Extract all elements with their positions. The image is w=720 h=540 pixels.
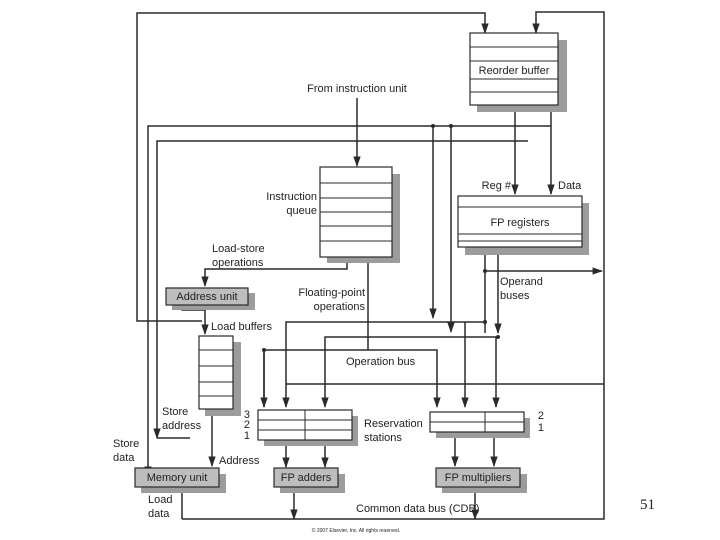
fp-adders: FP adders — [273, 467, 345, 493]
operation-bus-label: Operation bus — [346, 356, 416, 368]
copyright-text: © 2007 Elsevier, Inc. All rights reserve… — [312, 527, 400, 534]
adder-station-number: 2 — [244, 419, 250, 431]
floating-point-label-1: Floating-point — [298, 287, 365, 299]
instruction-queue-label-2: queue — [286, 205, 317, 217]
load-store-label-1: Load-store — [212, 243, 265, 255]
fp-registers-label: FP registers — [490, 217, 550, 229]
reorder-buffer: Reorder buffer — [469, 32, 567, 112]
memory-unit: Memory unit — [134, 467, 226, 493]
store-address-label-1: Store — [162, 406, 188, 418]
fp-adders-label: FP adders — [281, 472, 332, 484]
multiplier-station-number: 2 — [538, 410, 544, 422]
fp-multipliers: FP multipliers — [435, 467, 527, 493]
cdb-label: Common data bus (CDB) — [356, 503, 480, 515]
operand-buses-label-2: buses — [500, 290, 530, 302]
reservation-stations-label-2: stations — [364, 432, 402, 444]
from-instruction-unit-label: From instruction unit — [307, 83, 407, 95]
store-address-label-2: address — [162, 420, 202, 432]
address-label: Address — [219, 455, 260, 467]
instruction-queue — [319, 166, 400, 263]
load-data-label-2: data — [148, 508, 170, 520]
adder-reservation-stations — [257, 409, 358, 446]
reg-num-label: Reg # — [482, 180, 512, 192]
store-data-label-2: data — [113, 452, 135, 464]
address-unit-label: Address unit — [176, 291, 237, 303]
load-buffers — [198, 335, 241, 416]
connection-lines — [136, 11, 605, 521]
load-store-label-2: operations — [212, 257, 264, 269]
operand-buses-label-1: Operand — [500, 276, 543, 288]
load-data-label-1: Load — [148, 494, 172, 506]
page-number: 51 — [640, 497, 655, 513]
instruction-queue-label-1: Instruction — [266, 191, 317, 203]
adder-station-number: 1 — [244, 430, 250, 442]
floating-point-label-2: operations — [314, 301, 366, 313]
multiplier-reservation-stations — [429, 411, 530, 438]
store-data-label-1: Store — [113, 438, 139, 450]
data-label: Data — [558, 180, 582, 192]
load-buffers-label: Load buffers — [211, 321, 272, 333]
memory-unit-label: Memory unit — [147, 472, 208, 484]
reservation-stations-label-1: Reservation — [364, 418, 423, 430]
adder-station-number: 3 — [244, 409, 250, 421]
fp-multipliers-label: FP multipliers — [445, 472, 512, 484]
fp-registers: FP registers — [457, 195, 589, 255]
address-unit: Address unit — [165, 287, 255, 310]
multiplier-station-number: 1 — [538, 422, 544, 434]
annotations: From instruction unit Instruction queue … — [113, 83, 582, 534]
reorder-buffer-label: Reorder buffer — [479, 65, 550, 77]
